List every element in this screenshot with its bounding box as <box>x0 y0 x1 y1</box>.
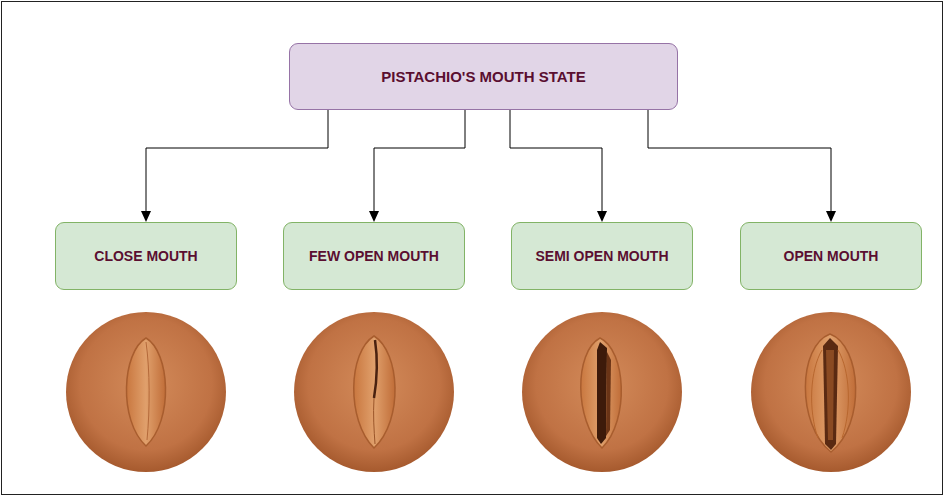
text-group: FEW OPEN MOUTH <box>309 248 439 265</box>
arrow-head <box>826 211 836 222</box>
box-label: PISTACHIO'S MOUTH STATE <box>381 68 585 86</box>
state-box: OPEN MOUTH <box>740 222 922 290</box>
state-box: SEMI OPEN MOUTH <box>511 222 693 290</box>
connector-line <box>374 110 465 212</box>
arrow-head <box>141 211 151 222</box>
state-box: FEW OPEN MOUTH <box>283 222 465 290</box>
connector-line <box>510 110 602 212</box>
connector <box>369 110 465 222</box>
text-group: PISTACHIO'S MOUTH STATE <box>381 68 585 86</box>
arrow-head <box>597 211 607 222</box>
open-mouth-photo <box>751 312 911 472</box>
arrow-head <box>369 211 379 222</box>
box-label: FEW OPEN MOUTH <box>309 248 439 265</box>
box-label: SEMI OPEN MOUTH <box>535 248 668 265</box>
connector-line <box>648 110 831 212</box>
state-box: CLOSE MOUTH <box>55 222 237 290</box>
connector <box>141 110 328 222</box>
text-group: SEMI OPEN MOUTH <box>535 248 668 265</box>
text-group: CLOSE MOUTH <box>94 248 197 265</box>
text-group: OPEN MOUTH <box>784 248 879 265</box>
box-label: CLOSE MOUTH <box>94 248 197 265</box>
semi-open-mouth-photo <box>522 312 682 472</box>
connector <box>510 110 607 222</box>
category-box: PISTACHIO'S MOUTH STATE <box>289 43 678 110</box>
connector <box>648 110 836 222</box>
close-mouth-photo <box>66 312 226 472</box>
connector-line <box>146 110 328 212</box>
box-label: OPEN MOUTH <box>784 248 879 265</box>
few-open-mouth-photo <box>294 312 454 472</box>
